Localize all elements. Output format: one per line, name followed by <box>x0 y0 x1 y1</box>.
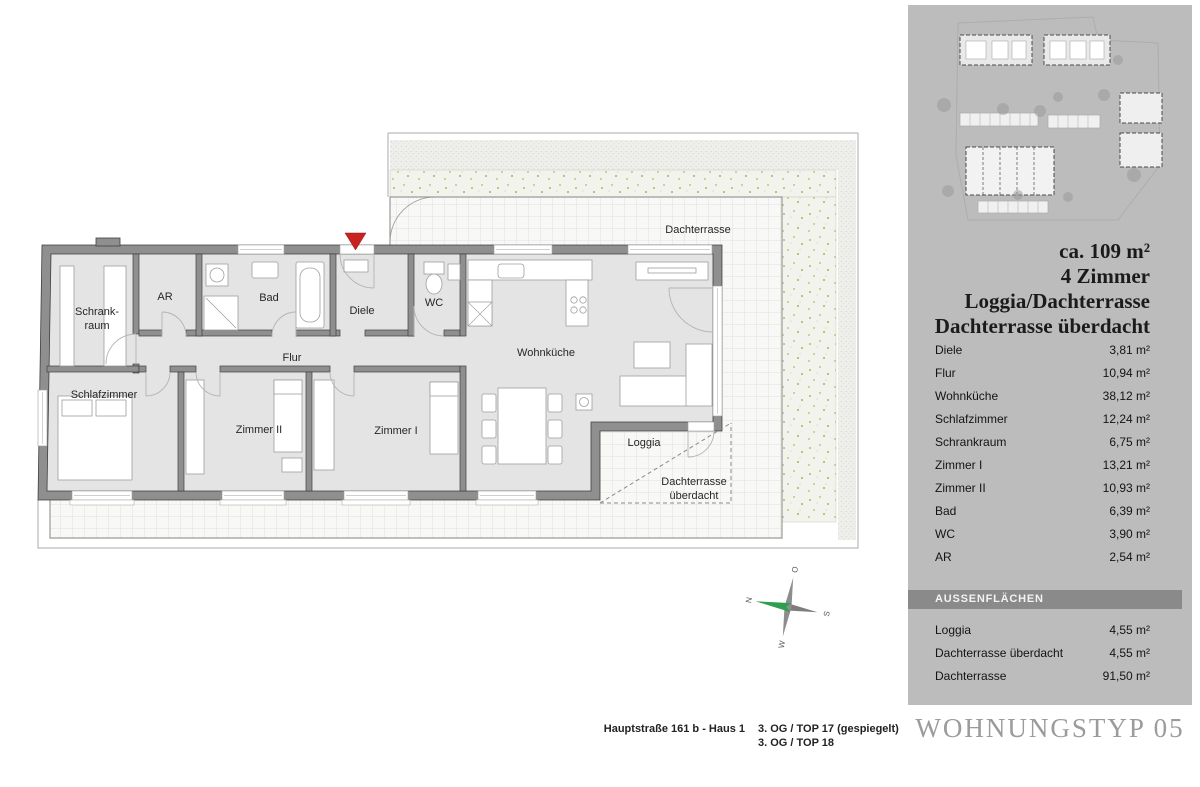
table-row: Dachterrasse 91,50 m² <box>935 665 1150 688</box>
table-row: Diele 3,81 m² <box>935 339 1150 362</box>
floorplan-drawing: Schrank- raum AR Bad Diele WC Flur Schla… <box>37 132 859 649</box>
door-arcs <box>105 253 715 458</box>
unit-area: ca. 109 m² <box>1059 239 1150 263</box>
room-area: 3,90 m² <box>1109 527 1150 541</box>
compass-n: N <box>744 596 754 603</box>
label-dachterrasse-ueberdacht-line1: Dachterrasse <box>661 476 726 488</box>
loggia-boundary <box>599 422 732 504</box>
room-table: Diele 3,81 m² Flur 10,94 m² Wohnküche 38,12… <box>935 339 1150 569</box>
unit-feature-2: Dachterrasse überdacht <box>934 314 1150 338</box>
room-name: AR <box>935 550 952 564</box>
room-area: 10,93 m² <box>1102 481 1150 495</box>
floorplan-area: Schrank- raum AR Bad Diele WC Flur Schla… <box>37 132 859 649</box>
chimney-block <box>95 237 121 247</box>
unit-summary: ca. 109 m² 4 Zimmer Loggia/Dachterrasse … <box>918 239 1150 339</box>
table-row: WC 3,90 m² <box>935 523 1150 546</box>
compass-s: S <box>822 610 832 617</box>
windows <box>37 244 723 506</box>
outdoor-name: Loggia <box>935 623 972 637</box>
label-schrankraum-line2: raum <box>84 320 109 332</box>
furniture <box>57 259 713 481</box>
info-panel: ca. 109 m² 4 Zimmer Loggia/Dachterrasse … <box>908 5 1192 705</box>
outer-boundary <box>37 132 859 549</box>
outdoor-area: 4,55 m² <box>1109 623 1150 637</box>
label-bad: Bad <box>259 292 279 304</box>
compass-o: O <box>790 566 800 574</box>
terrace-boundary <box>49 196 783 539</box>
apartment-type-title: WOHNUNGSTYP 05 <box>915 713 1185 743</box>
table-row: Bad 6,39 m² <box>935 500 1150 523</box>
outdoor-name: Dachterrasse <box>935 669 1007 683</box>
label-zimmer2: Zimmer II <box>236 424 282 436</box>
unit-top-line1: 3. OG / TOP 17 (gespiegelt) <box>758 723 899 735</box>
compass-icon: N O S W <box>744 566 832 649</box>
table-row: AR 2,54 m² <box>935 546 1150 569</box>
table-row: Schlafzimmer 12,24 m² <box>935 408 1150 431</box>
room-area: 6,75 m² <box>1109 435 1150 449</box>
table-row: Zimmer II 10,93 m² <box>935 477 1150 500</box>
table-row: Loggia 4,55 m² <box>935 619 1150 642</box>
outer-walls <box>37 244 723 501</box>
room-area: 10,94 m² <box>1102 366 1150 380</box>
room-name: Wohnküche <box>935 389 999 403</box>
unit-feature-1: Loggia/Dachterrasse <box>964 289 1150 313</box>
room-area: 13,21 m² <box>1102 458 1150 472</box>
outdoor-table: Loggia 4,55 m² Dachterrasse überdacht 4,55… <box>935 619 1150 688</box>
room-name: Flur <box>935 366 956 380</box>
address-text: Hauptstraße 161 b - Haus 1 <box>603 723 745 735</box>
label-loggia: Loggia <box>627 437 661 449</box>
label-dachterrasse-ueberdacht-line2: überdacht <box>670 490 719 502</box>
compass-w: W <box>777 640 787 649</box>
label-diele: Diele <box>349 305 374 317</box>
room-area: 2,54 m² <box>1109 550 1150 564</box>
label-ar: AR <box>157 291 172 303</box>
planting-strip <box>389 169 837 523</box>
label-dachterrasse: Dachterrasse <box>665 224 730 236</box>
outdoor-area: 91,50 m² <box>1102 669 1150 683</box>
label-flur: Flur <box>283 352 302 364</box>
unit-position: 3. OG / TOP 17 (gespiegelt) 3. OG / TOP … <box>758 722 899 750</box>
outdoor-section-header: AUSSENFLÄCHEN <box>908 590 1182 609</box>
plan-footer: Hauptstraße 161 b - Haus 1 3. OG / TOP 1… <box>400 722 899 750</box>
room-name: Schlafzimmer <box>935 412 1008 426</box>
table-row: Dachterrasse überdacht 4,55 m² <box>935 642 1150 665</box>
site-plan <box>937 16 1163 221</box>
label-wc: WC <box>425 297 443 309</box>
entrance-marker <box>344 232 367 251</box>
roof-edge-band <box>390 140 856 540</box>
label-wohnkueche: Wohnküche <box>517 347 575 359</box>
room-area: 38,12 m² <box>1102 389 1150 403</box>
partition-walls <box>46 253 467 492</box>
outdoor-area: 4,55 m² <box>1109 646 1150 660</box>
room-name: Diele <box>935 343 963 357</box>
unit-top-line2: 3. OG / TOP 18 <box>758 737 835 749</box>
terrace-access-door-arc <box>389 196 436 243</box>
unit-rooms: 4 Zimmer <box>1060 264 1150 288</box>
room-name: Bad <box>935 504 957 518</box>
room-area: 6,39 m² <box>1109 504 1150 518</box>
table-row: Wohnküche 38,12 m² <box>935 385 1150 408</box>
room-name: Zimmer II <box>935 481 986 495</box>
room-name: Schrankraum <box>935 435 1007 449</box>
table-row: Zimmer I 13,21 m² <box>935 454 1150 477</box>
room-name: WC <box>935 527 955 541</box>
room-area: 12,24 m² <box>1102 412 1150 426</box>
room-name: Zimmer I <box>935 458 983 472</box>
table-row: Schrankraum 6,75 m² <box>935 431 1150 454</box>
table-row: Flur 10,94 m² <box>935 362 1150 385</box>
room-area: 3,81 m² <box>1109 343 1150 357</box>
outdoor-name: Dachterrasse überdacht <box>935 646 1064 660</box>
label-schlafzimmer: Schlafzimmer <box>71 389 138 401</box>
label-schrankraum-line1: Schrank- <box>75 306 119 318</box>
label-zimmer1: Zimmer I <box>374 425 417 437</box>
